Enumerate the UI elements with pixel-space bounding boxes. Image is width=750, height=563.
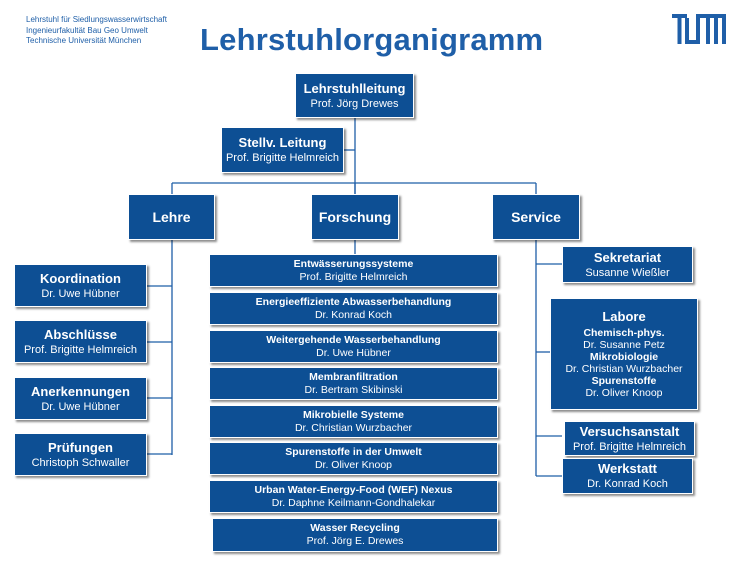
research-item: Mikrobielle Systeme Dr. Christian Wurzba…: [209, 405, 498, 438]
labore-group-person: Dr. Oliver Knoop: [585, 387, 663, 399]
lehre-item: Prüfungen Christoph Schwaller: [14, 433, 147, 476]
branch-forschung: Forschung: [311, 194, 399, 240]
lehre-item: Koordination Dr. Uwe Hübner: [14, 264, 147, 307]
deputy-box: Stellv. Leitung Prof. Brigitte Helmreich: [221, 127, 344, 173]
lehre-item-role: Koordination: [40, 270, 121, 286]
deputy-role: Stellv. Leitung: [238, 135, 327, 150]
sekretariat-role: Sekretariat: [593, 249, 662, 265]
sekretariat-person: Susanne Wießler: [585, 266, 670, 279]
lehre-item: Anerkennungen Dr. Uwe Hübner: [14, 377, 147, 420]
research-item-role: Weitergehende Wasserbehandlung: [266, 333, 441, 346]
research-item: Membranfiltration Dr. Bertram Skibinski: [209, 367, 498, 400]
research-item-person: Dr. Daphne Keilmann-Gondhalekar: [271, 496, 436, 509]
versuchsanstalt-person: Prof. Brigitte Helmreich: [572, 440, 687, 453]
versuchsanstalt-role: Versuchsanstalt: [579, 423, 680, 439]
labore-group-role: Chemisch-phys.: [583, 327, 665, 339]
branch-forschung-label: Forschung: [318, 209, 392, 225]
versuchsanstalt-box: Versuchsanstalt Prof. Brigitte Helmreich: [564, 421, 695, 456]
labore-group-role: Spurenstoffe: [591, 375, 657, 387]
labore-box: Labore Chemisch-phys. Dr. Susanne Petz M…: [550, 298, 698, 410]
research-item: Spurenstoffe in der Umwelt Dr. Oliver Kn…: [209, 442, 498, 475]
lehre-item-person: Christoph Schwaller: [31, 456, 130, 469]
research-item-person: Prof. Brigitte Helmreich: [299, 270, 408, 283]
branch-service-label: Service: [511, 209, 561, 225]
research-item-person: Dr. Konrad Koch: [314, 308, 393, 321]
werkstatt-box: Werkstatt Dr. Konrad Koch: [562, 458, 693, 494]
branch-lehre: Lehre: [128, 194, 215, 240]
research-item-person: Dr. Christian Wurzbacher: [294, 421, 413, 434]
research-item-role: Wasser Recycling: [310, 522, 400, 534]
research-item-person: Prof. Jörg E. Drewes: [306, 535, 404, 547]
labore-group-role: Mikrobiologie: [589, 351, 659, 363]
research-item-person: Dr. Oliver Knoop: [314, 458, 393, 471]
werkstatt-role: Werkstatt: [597, 461, 657, 476]
chair-header: Lehrstuhl für Siedlungswasserwirtschaft …: [26, 15, 167, 47]
werkstatt-person: Dr. Konrad Koch: [587, 478, 668, 490]
branch-service: Service: [492, 194, 580, 240]
head-person: Prof. Jörg Drewes: [310, 97, 399, 110]
lehre-item-role: Anerkennungen: [31, 383, 130, 399]
research-item-role: Energieeffiziente Abwasserbehandlung: [255, 295, 452, 308]
research-item-person: Dr. Bertram Skibinski: [304, 383, 403, 396]
header-line-1: Lehrstuhl für Siedlungswasserwirtschaft: [26, 15, 167, 24]
research-item-role: Urban Water-Energy-Food (WEF) Nexus: [254, 483, 453, 496]
research-item: Urban Water-Energy-Food (WEF) Nexus Dr. …: [209, 480, 498, 513]
labore-group-person: Dr. Christian Wurzbacher: [565, 363, 683, 375]
research-item-role: Mikrobielle Systeme: [303, 408, 404, 421]
header-line-3: Technische Universität München: [26, 36, 142, 45]
research-item: Weitergehende Wasserbehandlung Dr. Uwe H…: [209, 330, 498, 363]
labore-title: Labore: [602, 309, 646, 324]
research-item-role: Spurenstoffe in der Umwelt: [285, 445, 422, 458]
deputy-person: Prof. Brigitte Helmreich: [225, 152, 340, 164]
research-item-role: Entwässerungssysteme: [293, 257, 414, 270]
page-title: Lehrstuhlorganigramm: [200, 22, 544, 57]
head-role: Lehrstuhlleitung: [303, 80, 406, 96]
sekretariat-box: Sekretariat Susanne Wießler: [562, 246, 693, 283]
lehre-item-role: Abschlüsse: [44, 326, 117, 342]
research-item-role: Membranfiltration: [309, 370, 398, 383]
lehre-item-person: Dr. Uwe Hübner: [41, 287, 120, 300]
lehre-item: Abschlüsse Prof. Brigitte Helmreich: [14, 320, 147, 363]
header-line-2: Ingenieurfakultät Bau Geo Umwelt: [26, 25, 148, 35]
branch-lehre-label: Lehre: [152, 209, 191, 225]
lehre-item-person: Prof. Brigitte Helmreich: [23, 343, 138, 356]
labore-group-person: Dr. Susanne Petz: [583, 339, 665, 351]
research-item: Energieeffiziente Abwasserbehandlung Dr.…: [209, 292, 498, 325]
lehre-item-person: Dr. Uwe Hübner: [41, 400, 120, 413]
research-item-person: Dr. Uwe Hübner: [316, 346, 391, 359]
head-box: Lehrstuhlleitung Prof. Jörg Drewes: [295, 73, 414, 118]
research-item: Entwässerungssysteme Prof. Brigitte Helm…: [209, 254, 498, 287]
research-item: Wasser Recycling Prof. Jörg E. Drewes: [212, 518, 498, 552]
tum-logo-icon: [672, 14, 726, 44]
lehre-item-role: Prüfungen: [48, 439, 113, 455]
